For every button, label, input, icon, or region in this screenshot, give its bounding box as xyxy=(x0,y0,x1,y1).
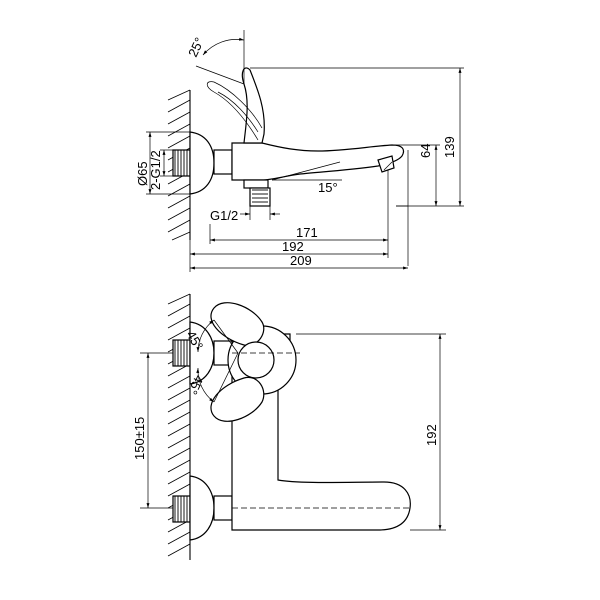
mixer-body xyxy=(231,142,405,181)
side-view: 25° 15° Ø65 2-G1/2 G1/2 xyxy=(135,30,464,272)
dim-depth: 192 xyxy=(296,333,446,531)
wall-thread-top xyxy=(172,149,191,177)
dim-209: 209 xyxy=(190,253,408,270)
dim-171-label: 171 xyxy=(296,225,318,240)
bath-outlet xyxy=(243,179,271,207)
dim-diameter: Ø65 xyxy=(135,131,190,195)
escutcheon xyxy=(189,131,215,195)
wall-hatch-top xyxy=(167,89,191,241)
angle-25-marker: 25° xyxy=(185,30,245,85)
dim-171: 171 xyxy=(209,224,388,244)
dim-192-label: 192 xyxy=(282,239,304,254)
top-view: 45° 45° 150±15 192 xyxy=(132,293,446,560)
depth-label: 192 xyxy=(424,424,439,446)
total-height-label: 139 xyxy=(442,136,457,158)
dim-209-label: 209 xyxy=(290,253,312,268)
angle-25-label: 25° xyxy=(185,35,207,59)
handle-lever xyxy=(241,67,265,144)
g12-label: G1/2 xyxy=(210,208,238,223)
dim-total-height: 139 xyxy=(250,67,464,207)
dim-192: 192 xyxy=(189,239,389,272)
thread-pair-label: 2-G1/2 xyxy=(148,150,163,190)
handle-lever-rotated xyxy=(206,81,263,141)
dim-g12: G1/2 xyxy=(210,206,280,223)
aerator xyxy=(377,155,395,173)
angle-15-marker: 15° xyxy=(271,161,342,195)
handle-top-upper xyxy=(210,302,265,346)
inlet-lower xyxy=(172,475,233,541)
spout-height-label: 64 xyxy=(418,144,433,158)
diameter-label: Ø65 xyxy=(135,161,150,186)
dim-thread-pair: 2-G1/2 xyxy=(148,149,173,190)
angle-15-label: 15° xyxy=(318,180,338,195)
centers-label: 150±15 xyxy=(132,417,147,460)
handle-top-lower xyxy=(210,376,265,422)
dim-centers: 150±15 xyxy=(132,352,173,509)
eccentric-connector xyxy=(213,149,233,175)
handle-hub xyxy=(237,341,275,379)
